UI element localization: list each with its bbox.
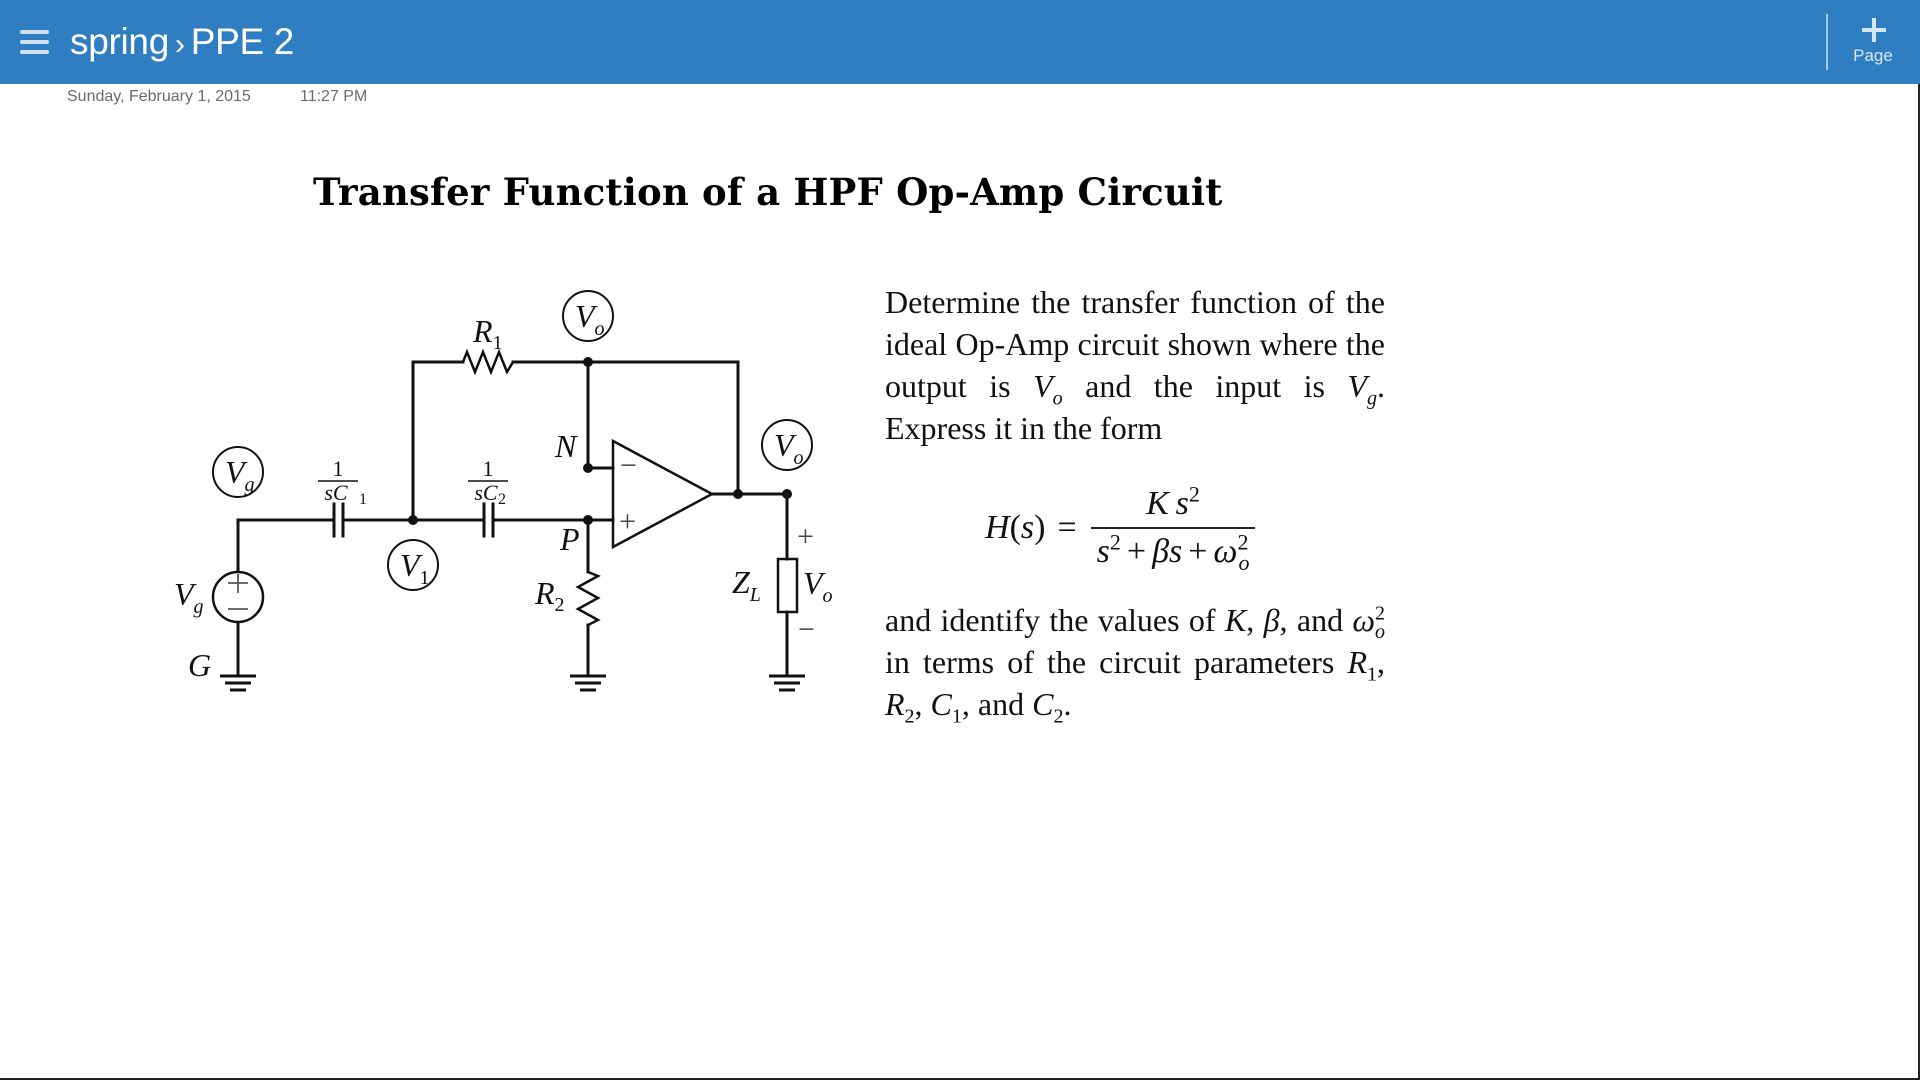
problem-text: and the in­put is	[1062, 368, 1348, 404]
page-title: Transfer Function of a HPF Op-Amp Circui…	[313, 170, 1223, 214]
math-vo-sub: o	[1052, 387, 1063, 410]
circuit-diagram: Vg V1 Vo Vo R1 R2 Vg G N P ZL Vo 1 1 sC …	[174, 290, 833, 692]
page-time: 11:27 PM	[300, 88, 368, 105]
problem-statement-part2: and identify the values of K, β, and ω2o…	[885, 602, 1386, 728]
node-n-label: N	[554, 428, 578, 464]
math-r1: R	[1347, 644, 1367, 680]
plus-icon	[1862, 18, 1886, 42]
node-vo-top-circle	[562, 290, 614, 342]
wire-n-node	[586, 360, 615, 470]
ground-label: G	[188, 647, 211, 683]
problem-text: Determine the transfer function of the i…	[885, 284, 1385, 404]
op-amp-symbol	[611, 438, 715, 550]
formula-fraction: K s2 s2+βs+ω2o	[1090, 481, 1256, 573]
problem-text: and identify the values of	[885, 602, 1225, 638]
ground-icon	[570, 674, 606, 692]
wire-v1-to-r1	[411, 360, 465, 522]
load-plus: +	[797, 520, 814, 553]
c1-numerator: 1	[333, 456, 344, 481]
breadcrumb: spring›PPE 2	[70, 18, 294, 66]
hamburger-menu-icon[interactable]	[20, 30, 49, 54]
add-page-label: Page	[1853, 46, 1893, 65]
formula-denominator: s2+βs+ω2o	[1090, 527, 1256, 573]
load-minus: −	[798, 613, 815, 646]
add-page-button[interactable]: Page	[1840, 10, 1906, 74]
op-amp-minus: −	[620, 449, 637, 482]
menu-line	[20, 40, 49, 44]
op-amp-plus: +	[619, 505, 636, 538]
math-vg: V	[1347, 368, 1368, 404]
math-omega: ω	[1352, 602, 1376, 638]
capacitor-c2	[482, 502, 495, 538]
c2-numerator: 1	[483, 456, 494, 481]
capacitor-c1	[332, 502, 345, 538]
page-date: Sunday, February 1, 2015	[67, 88, 251, 105]
math-c2: C	[1032, 686, 1054, 722]
math-c1: C	[930, 686, 952, 722]
formula-equals: =	[1057, 509, 1077, 546]
load-label: ZL	[732, 564, 761, 606]
problem-statement-part1: Determine the transfer function of the i…	[885, 281, 1385, 449]
load-impedance	[776, 557, 799, 614]
voltage-source-icon	[211, 570, 265, 624]
node-v1-circle	[387, 539, 439, 591]
menu-line	[20, 30, 49, 34]
formula-lhs: H(s)	[985, 509, 1046, 546]
r2-label: R2	[534, 575, 565, 616]
breadcrumb-notebook[interactable]: spring	[70, 21, 169, 62]
c1-denominator: sC	[324, 480, 348, 505]
math-k: K	[1224, 602, 1247, 638]
r1-label: R1	[472, 313, 503, 354]
node-vo-top-label: Vo	[575, 298, 605, 340]
transfer-function-formula: H(s) = K s2 s2+βs+ω2o	[985, 478, 1256, 578]
math-beta: β	[1263, 602, 1280, 638]
breadcrumb-page: PPE 2	[190, 21, 295, 62]
c1-subscript: 1	[359, 491, 367, 508]
node-vo-right-circle	[761, 419, 813, 471]
header-divider	[1826, 14, 1828, 70]
math-r2: R	[885, 686, 905, 722]
ground-icon	[220, 674, 256, 692]
menu-line	[20, 50, 49, 54]
node-vg-label: Vg	[225, 454, 255, 496]
wire-source-to-c1	[236, 518, 336, 574]
problem-text: in terms of the circuit parame­ters	[885, 644, 1348, 680]
junction-dots	[408, 357, 792, 525]
ground-icon	[769, 674, 805, 692]
load-voltage-label: Vo	[803, 565, 833, 607]
resistor-r1	[461, 348, 515, 376]
breadcrumb-separator: ›	[174, 28, 185, 61]
formula-numerator: K s2	[1146, 481, 1200, 522]
node-p-label: P	[559, 521, 580, 557]
wire-output	[710, 492, 789, 561]
resistor-r2	[575, 570, 601, 627]
node-vg-circle	[212, 446, 264, 498]
ground-symbols	[220, 674, 805, 692]
math-vg-sub: g	[1367, 387, 1378, 410]
app-header: spring›PPE 2 Page	[0, 0, 1920, 84]
source-label: Vg	[174, 576, 204, 618]
c2-denominator: sC	[474, 480, 498, 505]
math-vo: V	[1033, 368, 1053, 404]
c2-subscript: 2	[498, 491, 506, 508]
node-vo-right-label: Vo	[774, 427, 804, 469]
node-v1-label: V1	[400, 547, 430, 589]
problem-text: . Express it in the form	[885, 368, 1386, 446]
